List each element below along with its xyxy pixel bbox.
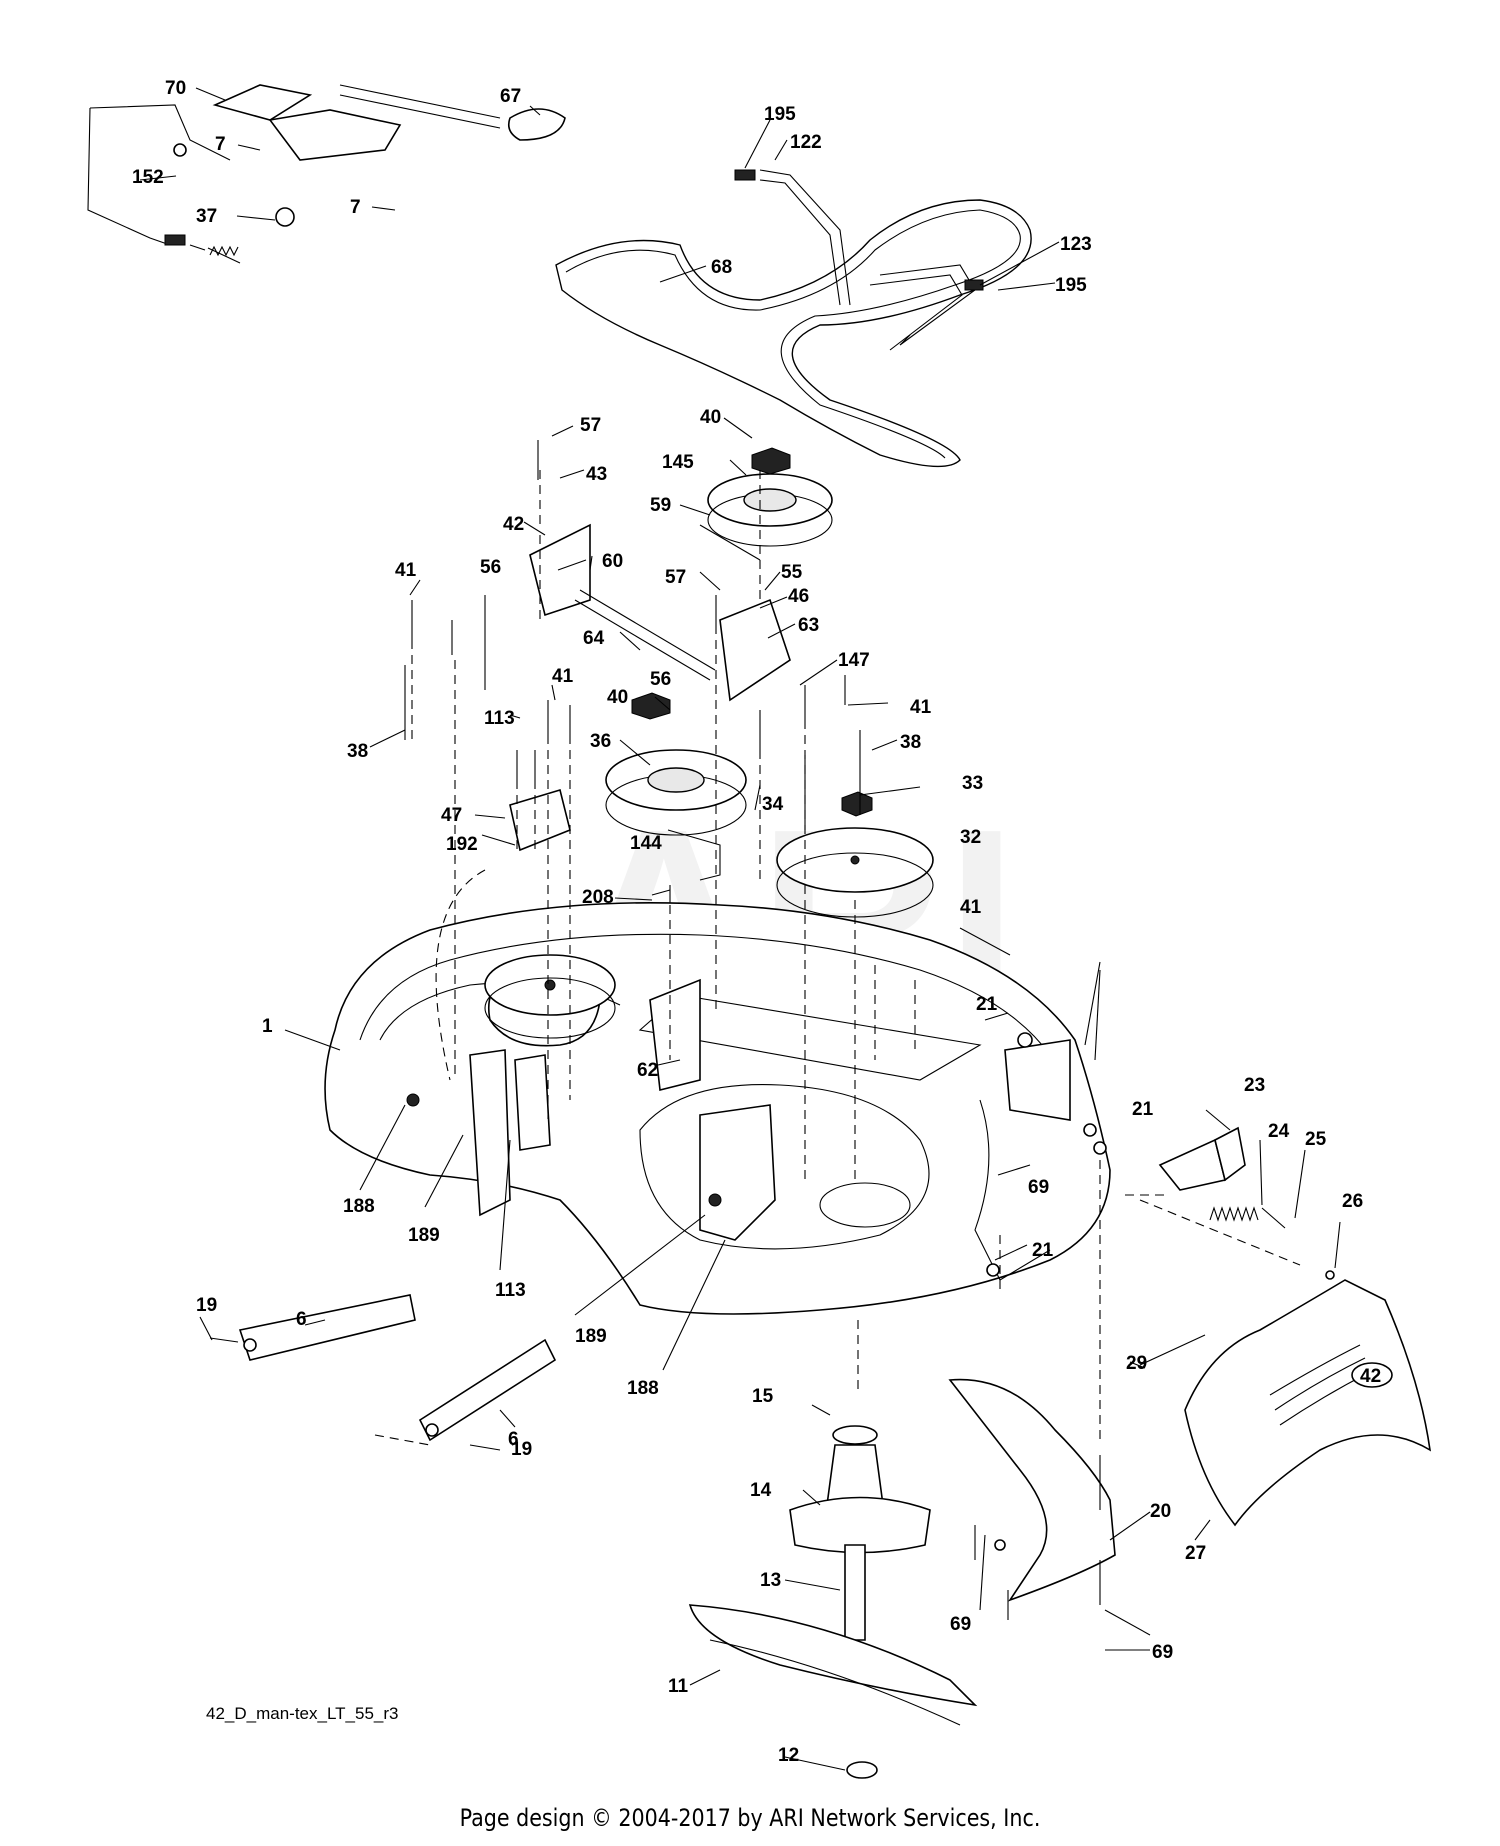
idler-pulley-145: [707, 447, 833, 547]
callout-21: 21: [1032, 1240, 1054, 1261]
copyright-notice: Page design © 2004-2017 by ARI Network S…: [459, 1804, 1041, 1832]
callout-7: 7: [350, 197, 361, 218]
callout-144: 144: [630, 833, 662, 854]
callout-69: 69: [1152, 1642, 1173, 1663]
callout-60: 60: [602, 551, 623, 572]
callout-26: 26: [1342, 1191, 1363, 1212]
callout-6: 6: [508, 1429, 519, 1450]
callout-63: 63: [798, 615, 819, 636]
callout-113: 113: [495, 1280, 526, 1301]
callout-11: 11: [668, 1676, 689, 1697]
lift-linkage-assembly: [87, 84, 566, 264]
callout-7: 7: [215, 134, 226, 155]
mower-deck: [324, 901, 1111, 1315]
callout-20: 20: [1150, 1501, 1171, 1522]
callout-43: 43: [586, 464, 607, 485]
callout-208: 208: [582, 887, 614, 908]
assembly-lines: [374, 470, 1301, 1446]
lower-parts: [209, 1294, 1116, 1779]
callout-192: 192: [446, 834, 478, 855]
callout-25: 25: [1305, 1129, 1327, 1150]
callout-40: 40: [607, 687, 628, 708]
callout-122: 122: [790, 132, 822, 153]
right-side-parts: 42: [1139, 1126, 1432, 1527]
callout-labels: 70 67 7 7 152 37 195 122 123 195 68 57 4…: [132, 78, 1363, 1766]
callout-14: 14: [750, 1480, 772, 1501]
callout-152: 152: [132, 167, 164, 188]
callout-47: 47: [441, 805, 462, 826]
callout-57: 57: [580, 415, 601, 436]
callout-41: 41: [552, 666, 574, 687]
callout-6: 6: [296, 1309, 307, 1330]
callout-195: 195: [1055, 275, 1087, 296]
callout-62: 62: [637, 1060, 658, 1081]
callout-13: 13: [760, 1570, 781, 1591]
callout-21: 21: [976, 994, 998, 1015]
callout-41: 41: [910, 697, 932, 718]
callout-41: 41: [960, 897, 982, 918]
callout-12: 12: [778, 1745, 799, 1766]
callout-69: 69: [1028, 1177, 1049, 1198]
callout-188: 188: [627, 1378, 659, 1399]
callout-189: 189: [408, 1225, 440, 1246]
deck-size-badge: 42: [1360, 1366, 1381, 1387]
callout-195: 195: [764, 104, 796, 125]
callout-24: 24: [1268, 1121, 1290, 1142]
callout-113: 113: [484, 708, 515, 729]
belt-keepers: [734, 169, 984, 351]
idler-arms: [509, 523, 791, 881]
callout-19: 19: [196, 1295, 217, 1316]
callout-68: 68: [711, 257, 732, 278]
callout-38: 38: [347, 741, 368, 762]
callout-189: 189: [575, 1326, 607, 1347]
callout-69: 69: [950, 1614, 971, 1635]
callout-147: 147: [838, 650, 870, 671]
idler-pulley-36: [605, 692, 747, 836]
callout-57: 57: [665, 567, 686, 588]
callout-23: 23: [1244, 1075, 1265, 1096]
callout-32: 32: [960, 827, 981, 848]
callout-37: 37: [196, 206, 217, 227]
callout-55: 55: [781, 562, 803, 583]
callout-21: 21: [1132, 1099, 1154, 1120]
callout-42: 42: [503, 514, 524, 535]
callout-67: 67: [500, 86, 521, 107]
drawing-id: 42_D_man-tex_LT_55_r3: [206, 1704, 399, 1723]
callout-29: 29: [1126, 1353, 1147, 1374]
callout-19: 19: [511, 1439, 532, 1460]
leader-lines: [139, 87, 1341, 1771]
drive-belt: [555, 199, 1032, 468]
callout-59: 59: [650, 495, 671, 516]
callout-145: 145: [662, 452, 694, 473]
callout-15: 15: [752, 1386, 774, 1407]
callout-34: 34: [762, 794, 784, 815]
callout-36: 36: [590, 731, 611, 752]
callout-123: 123: [1060, 234, 1092, 255]
callout-188: 188: [343, 1196, 375, 1217]
spindle-pulley-32: [776, 791, 934, 918]
callout-41: 41: [395, 560, 417, 581]
callout-56: 56: [650, 669, 671, 690]
callout-1: 1: [262, 1016, 273, 1037]
callout-33: 33: [962, 773, 983, 794]
callout-64: 64: [583, 628, 605, 649]
callout-46: 46: [788, 586, 809, 607]
callout-40: 40: [700, 407, 721, 428]
callout-70: 70: [165, 78, 186, 99]
callout-56: 56: [480, 557, 501, 578]
callout-27: 27: [1185, 1543, 1206, 1564]
callout-38: 38: [900, 732, 921, 753]
